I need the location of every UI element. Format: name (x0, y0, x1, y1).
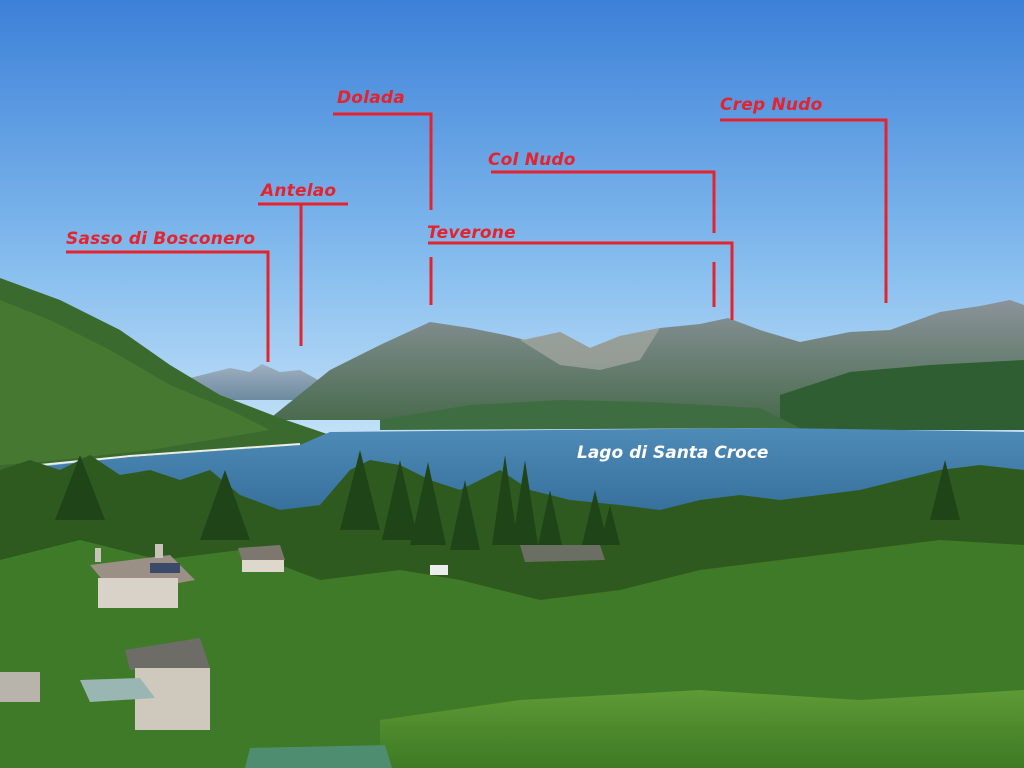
leader-line-sasso (66, 250, 270, 362)
leader-line-crep-nudo (720, 118, 888, 303)
peak-label-sasso-di-bosconero: Sasso di Bosconero (66, 229, 256, 249)
houses (0, 544, 605, 768)
peak-label-crep-nudo: Crep Nudo (720, 95, 823, 115)
leader-lines (66, 112, 888, 362)
peak-label-col-nudo: Col Nudo (488, 150, 576, 170)
leader-line-teverone (428, 241, 734, 320)
peak-label-teverone: Teverone (427, 223, 516, 243)
lake-label: Lago di Santa Croce (577, 443, 769, 463)
distant-peaks (190, 364, 318, 400)
right-hill (780, 360, 1024, 430)
peak-label-antelao: Antelao (261, 181, 337, 201)
rocky-face (520, 328, 660, 370)
peak-label-dolada: Dolada (337, 88, 405, 108)
conifer-trees (55, 450, 960, 550)
valley-floor (380, 400, 800, 430)
meadow (380, 690, 1024, 768)
leader-line-col-nudo (491, 170, 716, 233)
leader-line-dolada (333, 112, 433, 210)
